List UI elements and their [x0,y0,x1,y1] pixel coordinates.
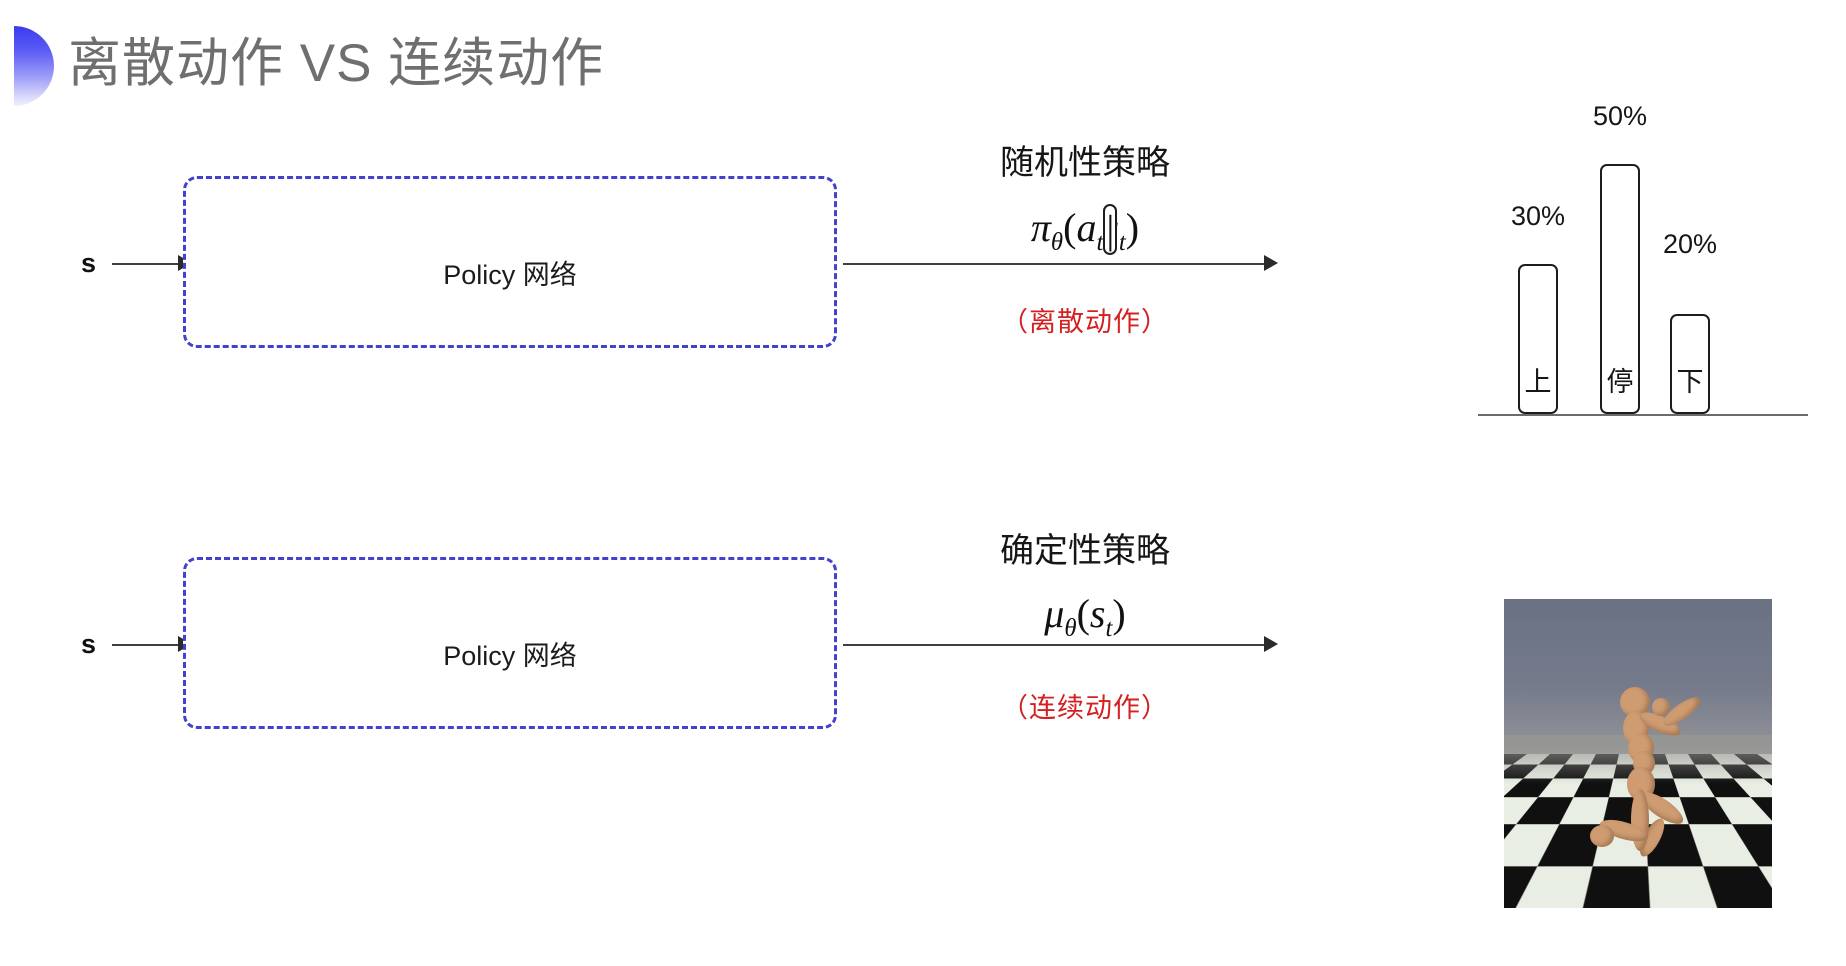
action-type-label-continuous: （连续动作） [1001,693,1169,723]
humanoid-foot [1590,825,1614,847]
formula-open-paren: ( [1076,591,1090,636]
policy-type-label-discrete: 随机性策略 [1000,144,1170,182]
policy-network-label-discrete: Policy 网络 [443,260,577,290]
formula-head-sub: θ [1050,229,1064,256]
state-input-label-discrete: s [81,248,97,278]
input-arrow-line-discrete [112,263,184,265]
output-arrow-head-continuous [1264,636,1278,652]
formula-head-sub: θ [1064,615,1077,642]
humanoid-hand [1652,698,1670,716]
bar-stop [1600,164,1640,414]
bar-category-stop: 停 [1606,367,1634,397]
input-arrow-line-continuous [112,644,184,646]
humanoid-simulation-image [1504,599,1772,908]
bar-category-down: 下 [1676,367,1704,397]
bar-down [1670,314,1710,414]
bar-value-down: 20% [1662,229,1718,259]
formula-separator: | [1103,204,1118,255]
title-accent-shape [14,26,54,106]
slide-bottom-edge [0,962,1846,966]
chart-baseline-axis [1478,414,1808,416]
formula-arg1: s [1089,591,1106,636]
formula-head: π [1030,205,1051,250]
policy-formula-continuous: μθ(st) [920,590,1250,643]
output-arrow-head-discrete [1264,255,1278,271]
formula-arg2-sub: t [1118,229,1126,256]
output-arrow-line-continuous [843,644,1271,646]
policy-network-label-continuous: Policy 网络 [443,641,577,671]
action-type-label-discrete: （离散动作） [1001,307,1169,337]
policy-network-box-discrete[interactable]: Policy 网络 [183,176,837,348]
formula-arg1: a [1076,205,1097,250]
formula-close-paren: ) [1125,205,1140,250]
formula-close-paren: ) [1112,591,1126,636]
formula-head: μ [1044,591,1065,636]
policy-type-label-continuous: 确定性策略 [1000,532,1170,570]
bar-up [1518,264,1558,414]
action-probability-bar-chart: 30% 上 50% 停 20% 下 [1478,96,1808,416]
policy-network-box-continuous[interactable]: Policy 网络 [183,557,837,729]
bar-category-up: 上 [1524,367,1552,397]
output-arrow-line-discrete [843,263,1271,265]
formula-open-paren: ( [1063,205,1077,250]
formula-arg1-sub: t [1096,229,1104,256]
bar-value-stop: 50% [1592,101,1648,131]
state-input-label-continuous: s [81,629,97,659]
policy-formula-discrete: πθ(at|st) [920,204,1250,257]
humanoid-back-thigh [1631,789,1649,851]
bar-value-up: 30% [1510,201,1566,231]
formula-arg1-sub: t [1105,615,1113,642]
page-title: 离散动作 VS 连续动作 [68,34,605,93]
